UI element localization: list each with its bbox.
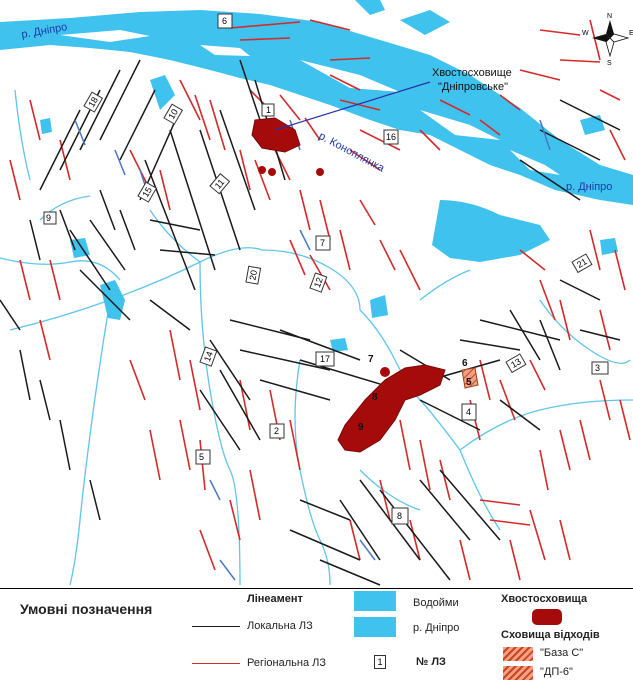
compass-s: S (607, 60, 612, 67)
svg-text:7: 7 (320, 238, 325, 248)
river-swatch (354, 617, 396, 637)
svg-text:6: 6 (462, 358, 468, 369)
waste-storage (461, 367, 479, 389)
svg-text:21: 21 (575, 256, 589, 270)
svg-text:13: 13 (509, 356, 523, 370)
svg-text:1: 1 (266, 105, 271, 115)
callout-leader (274, 81, 431, 131)
svg-text:6: 6 (222, 16, 227, 26)
svg-text:3: 3 (595, 363, 600, 373)
svg-text:7: 7 (368, 354, 374, 365)
legend-tailings-header: Хвостосховища (501, 593, 588, 605)
map-canvas: р. Дніпро р. Коноплянка р. Дніпро Хвосто… (0, 0, 633, 586)
small-sites (258, 166, 390, 377)
legend-river: р. Дніпро (413, 622, 460, 634)
svg-text:16: 16 (386, 132, 396, 142)
legend-lz-number: № ЛЗ (416, 656, 446, 668)
compass-e: E (629, 30, 633, 37)
regional-lz-swatch (192, 663, 240, 664)
svg-text:12: 12 (312, 276, 325, 289)
svg-text:14: 14 (202, 350, 215, 363)
svg-text:20: 20 (248, 269, 260, 281)
svg-text:15: 15 (140, 185, 154, 199)
svg-text:8: 8 (372, 392, 378, 403)
svg-text:18: 18 (86, 95, 100, 109)
compass-w: W (582, 30, 589, 37)
svg-text:10: 10 (166, 107, 180, 121)
svg-text:5: 5 (466, 377, 472, 388)
large-tailings (337, 364, 446, 453)
svg-text:8: 8 (397, 511, 402, 521)
svg-text:2: 2 (274, 426, 279, 436)
tailings-callout-line1: Хвостосховище (432, 67, 512, 79)
site-number-labels: 7 8 9 6 5 (358, 354, 472, 433)
legend: Умовні позначення Лінеамент Локальна ЛЗ … (0, 588, 633, 685)
dnipro-river (0, 0, 633, 352)
dniprovske-tailings (251, 117, 301, 153)
compass-n: N (607, 13, 612, 20)
legend-local: Локальна ЛЗ (247, 620, 313, 632)
local-lineaments (0, 59, 621, 586)
lz-number-labels: 6 18 10 16 1 11 15 7 20 12 21 14 17 13 3… (43, 13, 609, 525)
streams (0, 89, 633, 586)
legend-baza: "База С" (540, 647, 584, 659)
svg-text:9: 9 (46, 213, 51, 223)
water-bodies-swatch (354, 591, 396, 611)
legend-water-bodies: Водойми (413, 597, 459, 609)
lz-number-sample: 1 (374, 655, 386, 669)
svg-text:9: 9 (358, 422, 364, 433)
svg-text:17: 17 (320, 354, 330, 364)
legend-regional: Регіональна ЛЗ (247, 657, 326, 669)
legend-lineament-header: Лінеамент (247, 593, 303, 605)
river-konoplyanka-label: р. Коноплянка (317, 130, 387, 175)
river-dnipro-label-right: р. Дніпро (566, 181, 612, 193)
dp6-swatch (503, 666, 533, 680)
tailings-callout-line2: "Дніпровське" (438, 81, 508, 93)
river-islands (60, 30, 560, 175)
baza-swatch (503, 647, 533, 661)
local-lz-swatch (192, 626, 240, 627)
regional-lineaments (9, 19, 631, 581)
tailings-swatch (532, 609, 562, 625)
svg-text:4: 4 (466, 407, 471, 417)
legend-dp6: "ДП-6" (540, 666, 573, 678)
legend-waste-header: Сховища відходів (501, 629, 600, 641)
legend-title: Умовні позначення (20, 601, 153, 617)
svg-text:5: 5 (199, 452, 204, 462)
compass-icon: N S E W (582, 13, 633, 67)
